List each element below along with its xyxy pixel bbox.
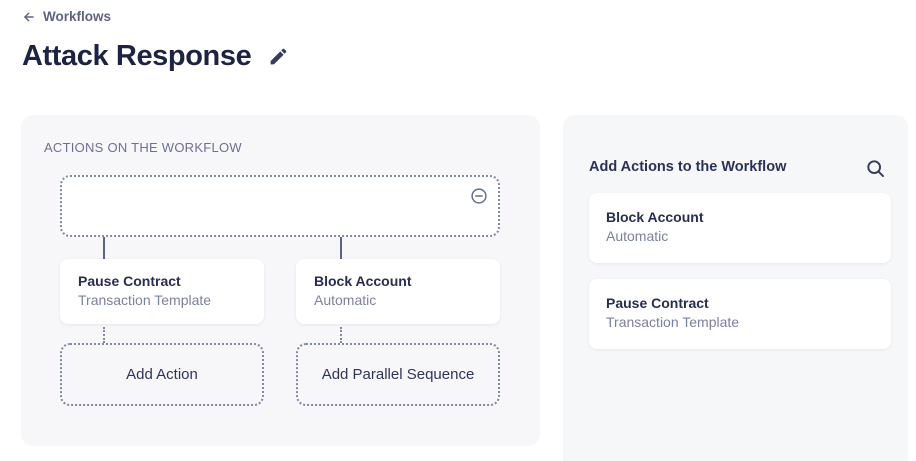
workflow-node-pause-contract[interactable]: Pause Contract Transaction Template: [60, 259, 264, 324]
minus-circle-icon: [470, 187, 488, 205]
node-subtitle: Transaction Template: [78, 292, 212, 308]
workflow-node-block-account[interactable]: Block Account Automatic: [296, 259, 500, 324]
search-icon: [865, 158, 887, 179]
node-subtitle: Automatic: [314, 292, 377, 308]
library-item-title: Pause Contract: [606, 295, 709, 311]
library-item-subtitle: Transaction Template: [606, 314, 740, 330]
workflow-drop-zone[interactable]: [60, 175, 500, 237]
connector-line: [340, 237, 342, 259]
action-library-panel: Add Actions to the Workflow Block Accoun…: [563, 115, 908, 461]
edit-title-button[interactable]: [266, 45, 290, 69]
node-title: Pause Contract: [78, 273, 181, 289]
back-to-workflows-link[interactable]: Workflows: [22, 9, 111, 24]
page-title-text: Attack Response: [22, 40, 252, 72]
workflow-canvas-panel: ACTIONS ON THE WORKFLOW Pause Contract T…: [21, 115, 540, 446]
page-title: Attack Response: [22, 40, 290, 73]
add-parallel-sequence-button[interactable]: Add Parallel Sequence: [296, 343, 500, 406]
remove-node-button[interactable]: [470, 187, 488, 205]
action-library-title: Add Actions to the Workflow: [589, 159, 787, 175]
library-item-subtitle: Automatic: [606, 228, 669, 244]
search-actions-button[interactable]: [865, 157, 887, 179]
pencil-icon: [268, 46, 289, 67]
library-item-title: Block Account: [606, 209, 704, 225]
connector-dotted-line: [340, 327, 342, 343]
connector-dotted-line: [103, 327, 105, 343]
add-parallel-sequence-label: Add Parallel Sequence: [321, 366, 475, 383]
add-action-button[interactable]: Add Action: [60, 343, 264, 406]
arrow-left-icon: [22, 10, 36, 24]
node-title: Block Account: [314, 273, 412, 289]
workflow-section-label: ACTIONS ON THE WORKFLOW: [44, 140, 242, 155]
connector-line: [103, 237, 105, 259]
library-item-pause-contract[interactable]: Pause Contract Transaction Template: [589, 279, 891, 349]
add-action-label: Add Action: [126, 366, 198, 383]
library-item-block-account[interactable]: Block Account Automatic: [589, 193, 891, 263]
back-link-label: Workflows: [43, 9, 112, 24]
